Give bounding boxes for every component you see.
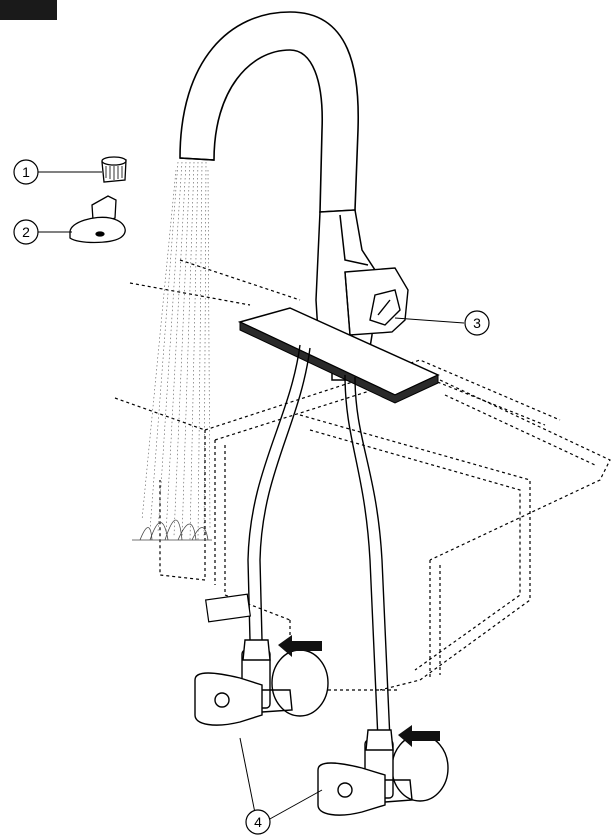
arrow-icon-right (398, 725, 440, 747)
svg-text:3: 3 (473, 315, 481, 331)
supply-hoses (247, 344, 391, 741)
callout-4: 4 (245, 809, 271, 835)
lever-handle (344, 267, 409, 336)
svg-text:4: 4 (254, 814, 262, 830)
corner-tab (0, 0, 57, 20)
callout-1: 1 (13, 159, 39, 185)
aerator-key-part (69, 195, 126, 244)
callout-2: 2 (13, 219, 39, 245)
hose-tag (204, 593, 252, 623)
aerator-part (101, 156, 127, 183)
callout-leaders (38, 171, 465, 821)
shutoff-valve-right (317, 729, 449, 816)
callout-3: 3 (464, 310, 490, 336)
arrow-icon-left (278, 635, 322, 657)
deck-plate (237, 307, 440, 404)
water-spray (141, 161, 211, 541)
water-splash (132, 519, 212, 541)
svg-text:1: 1 (22, 164, 30, 180)
faucet-spout (179, 11, 360, 213)
shutoff-valve-left (194, 639, 329, 726)
svg-text:2: 2 (22, 224, 30, 240)
sink-outline (114, 259, 611, 691)
